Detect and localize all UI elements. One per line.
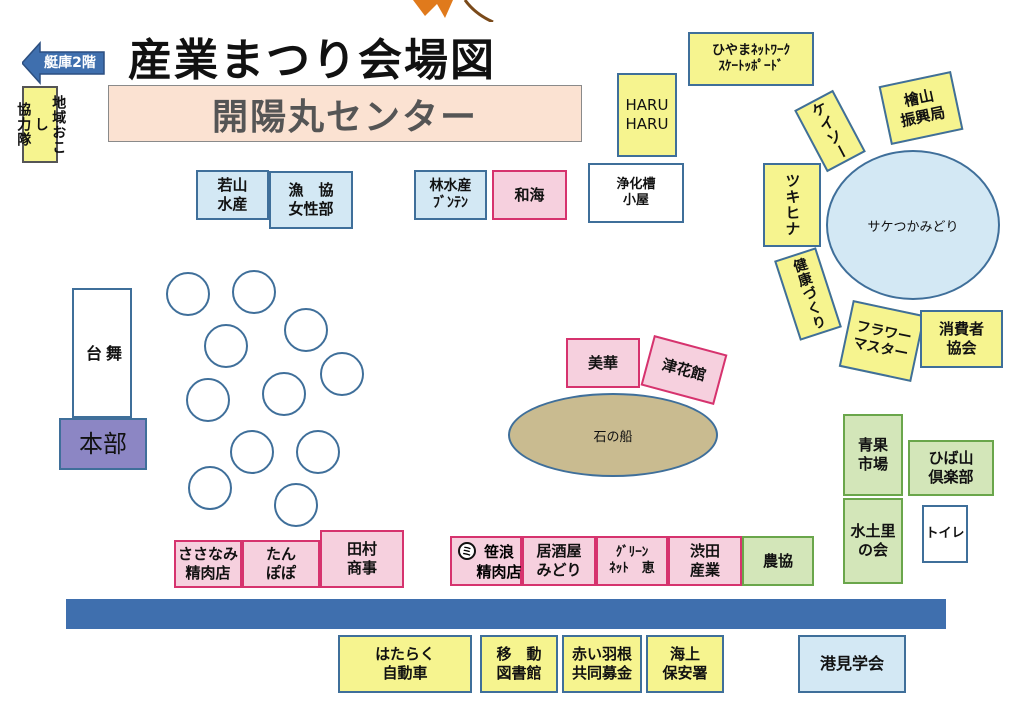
- booth-nokyo[interactable]: 農協: [742, 536, 814, 586]
- booth-izakaya-midori[interactable]: 居酒屋 みどり: [522, 536, 596, 586]
- booth-akai-hane[interactable]: 赤い羽根 共同募金: [562, 635, 642, 693]
- booth-kenko-zukuri[interactable]: 健康づくり: [774, 247, 842, 341]
- booth-tsubanakan[interactable]: 津花館: [640, 335, 728, 405]
- booth-seika-ichiba[interactable]: 青果 市場: [843, 414, 903, 496]
- booth-tsukihina[interactable]: ツキヒナ: [763, 163, 821, 247]
- maple-leaf-icon: [413, 0, 494, 22]
- table-circle: [262, 372, 306, 416]
- table-circle: [320, 352, 364, 396]
- booth-hataraku-jidosha[interactable]: はたらく 自動車: [338, 635, 472, 693]
- booth-haruharu[interactable]: HARU HARU: [617, 73, 677, 157]
- booth-toilet[interactable]: トイレ: [922, 505, 968, 563]
- building-name: 開陽丸センター: [211, 96, 478, 138]
- booth-hiyama-shinkokyoku[interactable]: 檜山 振興局: [878, 70, 964, 146]
- booth-tanpopo[interactable]: たん ぽぽ: [242, 540, 320, 588]
- stone-boat[interactable]: 石の船: [508, 393, 718, 477]
- mi-circle-icon: ミ: [458, 542, 476, 560]
- sake-pond[interactable]: サケつかみどり: [826, 150, 1000, 300]
- booth-jokaso-koya[interactable]: 浄化槽 小屋: [588, 163, 684, 223]
- booth-gyokyo-joseibu[interactable]: 漁 協 女性部: [269, 171, 353, 229]
- map-title: 産業まつり会場図: [128, 35, 496, 86]
- booth-hibayama-club[interactable]: ひば山 倶楽部: [908, 440, 994, 496]
- booth-keiso[interactable]: ケイソー: [794, 89, 866, 173]
- booth-rinsuisan[interactable]: 林水産 ﾌﾞﾝﾃﾝ: [414, 170, 487, 220]
- table-circle: [204, 324, 248, 368]
- booth-flower-master[interactable]: フラワー マスター: [838, 300, 926, 382]
- road: [66, 599, 946, 629]
- booth-honbu[interactable]: 本部: [59, 418, 147, 470]
- table-circle: [188, 466, 232, 510]
- stone-boat-label: 石の船: [593, 429, 633, 445]
- table-circle: [230, 430, 274, 474]
- table-circle: [166, 272, 210, 316]
- booth-chiiki-okoshi[interactable]: 地域おこし 協力隊: [15, 86, 66, 163]
- table-circle: [186, 378, 230, 422]
- table-circle: [296, 430, 340, 474]
- arrow-label: 艇庫2階: [44, 55, 96, 71]
- booth-minato-kengakukai[interactable]: 港見学会: [798, 635, 906, 693]
- booth-sasanami-seinikuten[interactable]: ささなみ 精肉店: [174, 540, 242, 588]
- booth-nagomi[interactable]: 和海: [492, 170, 567, 220]
- sake-pond-label: サケつかみどり: [867, 219, 959, 235]
- table-circle: [284, 308, 328, 352]
- booth-wakayama-suisan[interactable]: 若山 水産: [196, 170, 269, 220]
- table-circle: [232, 270, 276, 314]
- booth-sasanami-seinikuten-2[interactable]: ミ 笹浪 精肉店: [450, 536, 522, 586]
- booth-green-net-megumi[interactable]: ｸﾞﾘｰﾝ ﾈｯﾄ 恵: [596, 536, 668, 586]
- booth-ido-toshokan[interactable]: 移 動 図書館: [480, 635, 558, 693]
- booth-hiyama-network[interactable]: ひやまﾈｯﾄﾜｰｸ ｽｹｰﾄｯﾎﾟｰﾄﾞ: [688, 32, 814, 86]
- table-circle: [274, 483, 318, 527]
- booth-stage[interactable]: 舞 台: [72, 288, 132, 418]
- booth-tamura-shoji[interactable]: 田村 商事: [320, 530, 404, 588]
- building-banner: 開陽丸センター: [108, 85, 582, 142]
- booth-mizutsuchi[interactable]: 水土里 の会: [843, 498, 903, 584]
- booth-shohisha-kyokai[interactable]: 消費者 協会: [920, 310, 1003, 368]
- booth-label: 笹浪 精肉店: [476, 543, 522, 581]
- arrow-left-icon: [22, 41, 105, 85]
- arrow-left-sign[interactable]: 艇庫2階: [22, 40, 106, 86]
- booth-kaijo-hoansho[interactable]: 海上 保安署: [646, 635, 724, 693]
- booth-bika[interactable]: 美華: [566, 338, 640, 388]
- booth-shibuta-sangyo[interactable]: 渋田 産業: [668, 536, 742, 586]
